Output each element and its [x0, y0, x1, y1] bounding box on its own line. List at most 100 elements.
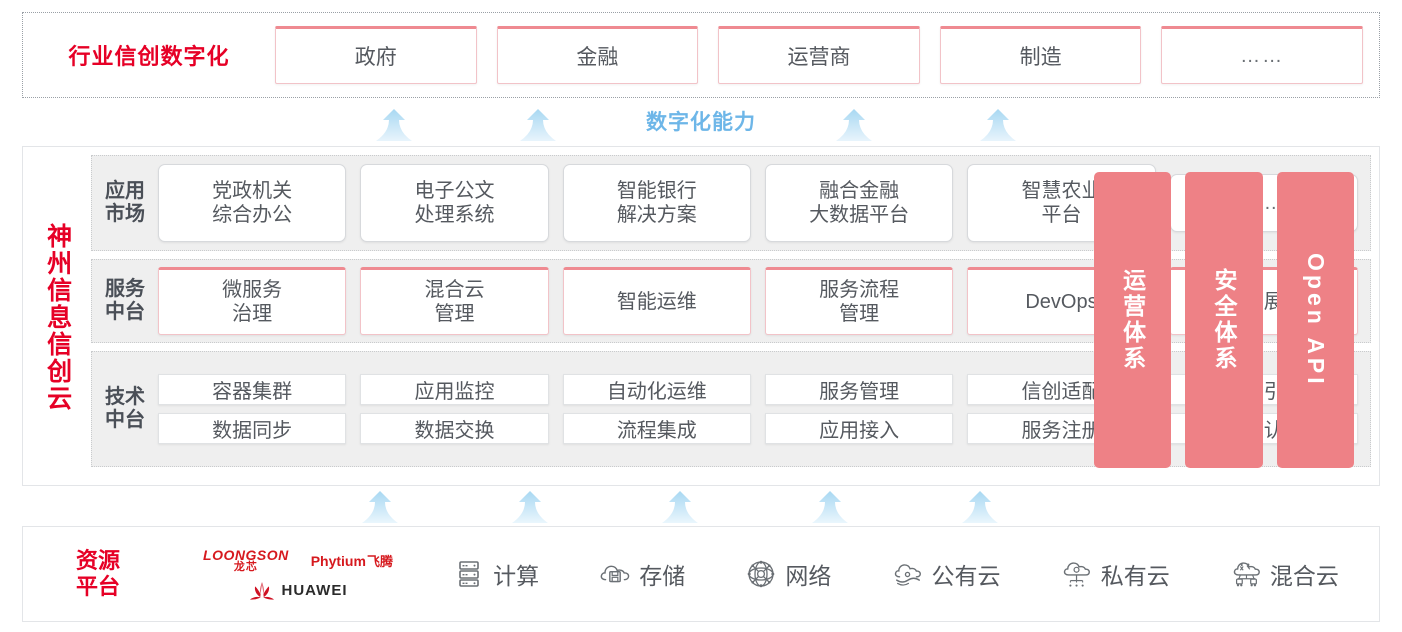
up-arrow-icon — [660, 490, 700, 524]
pillar-open-api[interactable]: Open API — [1276, 172, 1354, 468]
platform-brand: 神州信息信创云 — [23, 147, 91, 485]
hybrid-cloud-icon — [1233, 562, 1260, 587]
up-arrow-icon — [510, 490, 550, 524]
card-line: 服务流程 — [819, 279, 900, 301]
huawei-logo: HUAWEI — [249, 581, 348, 601]
industry-card-manufacturing[interactable]: 制造 — [939, 26, 1142, 84]
vendor-logo-row: HUAWEI — [249, 581, 348, 601]
service-card-hybrid-cloud-management[interactable]: 混合云管理 — [360, 267, 549, 335]
resource-item-hybrid-cloud[interactable]: 混合云 — [1230, 557, 1339, 591]
phytium-logo-cn: 飞腾 — [366, 553, 393, 569]
card-line: 微服务 — [222, 279, 283, 301]
tier-service-platform-label: 服务 中台 — [92, 278, 158, 324]
up-arrow-icon — [810, 490, 850, 524]
tech-card-service-management[interactable]: 服务管理 — [764, 374, 954, 405]
resource-title-line: 平台 — [75, 574, 120, 599]
app-card-party-gov-office[interactable]: 党政机关综合办公 — [158, 164, 347, 242]
tier-label-line: 应用 — [105, 180, 145, 202]
pillar-security-system[interactable]: 安全体系 — [1185, 172, 1263, 468]
pillar-label: 安全体系 — [1210, 268, 1237, 372]
tier-app-market-label: 应用 市场 — [92, 180, 158, 226]
card-line: 解决方案 — [616, 204, 697, 226]
card-line: 治理 — [232, 303, 273, 325]
huawei-logo-name: HUAWEI — [281, 582, 348, 599]
industry-card-more[interactable]: …… — [1161, 26, 1363, 84]
tier-label-line: 市场 — [105, 203, 145, 225]
resource-item-label: 公有云 — [931, 563, 1001, 589]
service-card-microservice-governance[interactable]: 微服务治理 — [158, 267, 347, 335]
resource-item-list: 计算 存储 — [423, 557, 1379, 591]
resource-item-label: 私有云 — [1100, 563, 1170, 589]
network-mesh-icon — [748, 560, 775, 588]
tech-card-app-monitoring[interactable]: 应用监控 — [360, 374, 549, 405]
card-line: 大数据平台 — [809, 204, 910, 226]
tech-card-container-cluster[interactable]: 容器集群 — [158, 374, 347, 405]
tier-app-market-cards: 党政机关综合办公 电子公文处理系统 智能银行解决方案 融合金融大数据平台 智慧农… — [158, 164, 1370, 242]
card-line: 融合金融 — [819, 180, 900, 202]
up-arrow-icon — [518, 108, 558, 142]
industry-card-list: 政府 金融 运营商 制造 …… — [275, 26, 1379, 84]
card-line: 混合云 — [424, 279, 485, 301]
resource-item-label: 存储 — [639, 563, 686, 589]
private-cloud-icon — [1063, 562, 1090, 587]
industry-band-title: 行业信创数字化 — [68, 44, 230, 69]
app-card-smart-bank-solution[interactable]: 智能银行解决方案 — [562, 164, 751, 242]
resource-item-label: 计算 — [493, 563, 540, 589]
up-arrow-icon — [834, 108, 874, 142]
service-card-smart-ops[interactable]: 智能运维 — [562, 267, 751, 335]
platform-brand-text: 神州信息信创云 — [43, 222, 72, 412]
huawei-petal-icon — [249, 581, 274, 600]
tech-card-data-exchange[interactable]: 数据交换 — [360, 413, 549, 444]
card-line: 管理 — [434, 303, 475, 325]
tier-label-line: 中台 — [105, 301, 145, 323]
pillar-label: Open API — [1302, 252, 1329, 388]
app-card-e-document-system[interactable]: 电子公文处理系统 — [360, 164, 549, 242]
industry-band: 行业信创数字化 政府 金融 运营商 制造 …… — [22, 12, 1380, 98]
resource-item-private-cloud[interactable]: 私有云 — [1061, 557, 1170, 591]
cloud-storage-icon — [600, 565, 630, 583]
industry-card-carrier[interactable]: 运营商 — [718, 26, 920, 84]
card-line: 平台 — [1041, 204, 1082, 226]
loongson-logo: LOONGSON 龙芯 — [203, 548, 289, 573]
public-cloud-icon — [894, 564, 921, 586]
app-card-finance-bigdata-platform[interactable]: 融合金融大数据平台 — [764, 164, 954, 242]
industry-card-finance[interactable]: 金融 — [496, 26, 699, 84]
card-line: 智慧农业 — [1021, 180, 1102, 202]
pillar-label: 运营体系 — [1119, 268, 1146, 372]
tech-card-data-sync[interactable]: 数据同步 — [158, 413, 347, 444]
card-line: 电子公文 — [414, 180, 495, 202]
pillar-operations-system[interactable]: 运营体系 — [1094, 172, 1172, 468]
resource-arrow-band — [22, 488, 1380, 524]
up-arrow-icon — [374, 108, 414, 142]
tier-tech-platform-label: 技术 中台 — [92, 386, 158, 432]
loongson-logo-cn: 龙芯 — [233, 560, 258, 573]
service-card-service-process-management[interactable]: 服务流程管理 — [764, 267, 954, 335]
resource-item-network[interactable]: 网络 — [745, 557, 831, 591]
tier-label-line: 服务 — [105, 278, 145, 300]
up-arrow-icon — [360, 490, 400, 524]
card-line: 处理系统 — [414, 204, 495, 226]
phytium-logo-name: Phytium — [310, 552, 366, 569]
platform-pillars: 运营体系 安全体系 Open API — [1094, 172, 1354, 468]
resource-title-line: 资源 — [75, 547, 120, 573]
industry-card-government[interactable]: 政府 — [275, 26, 477, 84]
tech-card-app-access[interactable]: 应用接入 — [764, 413, 954, 444]
card-line: 管理 — [839, 303, 880, 325]
resource-item-storage[interactable]: 存储 — [599, 557, 685, 591]
card-line: 智能银行 — [616, 180, 697, 202]
resource-band-title: 资源 平台 — [23, 548, 173, 601]
capability-arrow-band: 数字化能力 — [22, 100, 1380, 142]
resource-item-compute[interactable]: 计算 — [453, 557, 539, 591]
tier-label-line: 中台 — [105, 409, 145, 431]
card-line: 党政机关 — [212, 180, 293, 202]
tech-card-process-integration[interactable]: 流程集成 — [562, 413, 751, 444]
tech-card-automated-ops[interactable]: 自动化运维 — [562, 374, 751, 405]
resource-item-public-cloud[interactable]: 公有云 — [892, 557, 1001, 591]
resource-item-label: 网络 — [785, 563, 832, 589]
card-line: 综合办公 — [212, 204, 293, 226]
up-arrow-icon — [960, 490, 1000, 524]
